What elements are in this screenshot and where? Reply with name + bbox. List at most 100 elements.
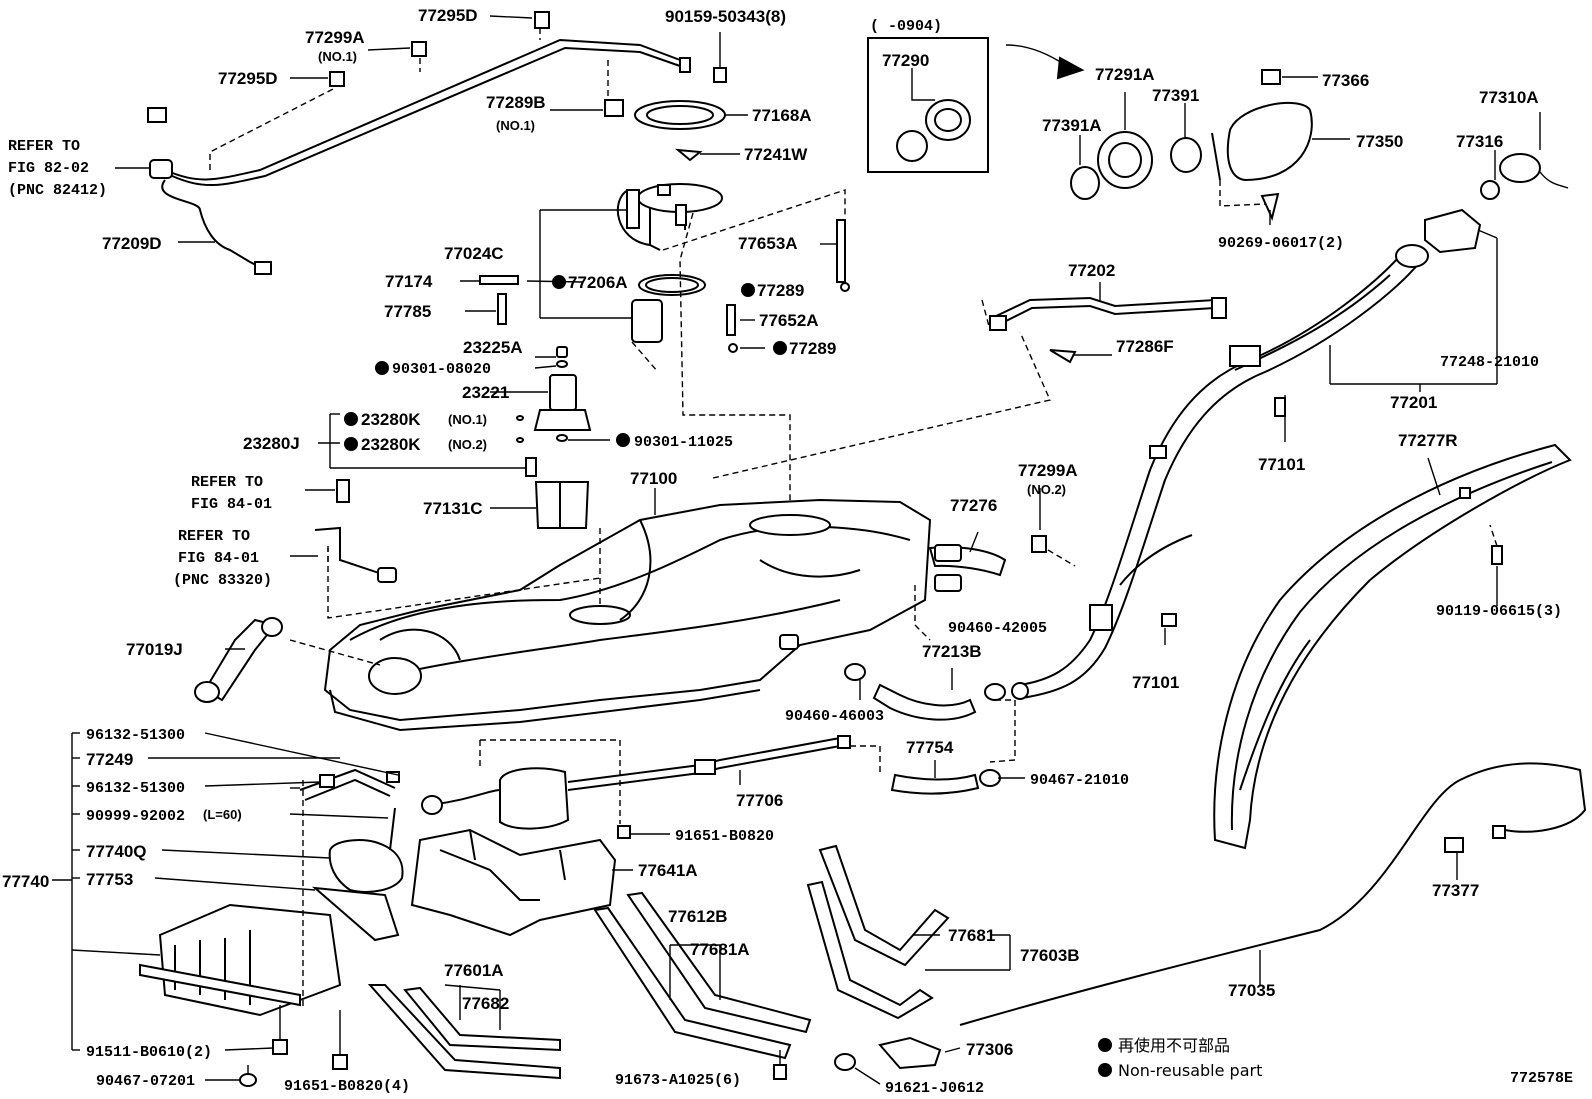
label-77101-b: 77101	[1132, 673, 1179, 692]
label-90999-92002: 90999-92002	[86, 808, 185, 825]
label-77019J: 77019J	[126, 640, 183, 659]
ref2-line2: FIG 84-01	[191, 496, 272, 513]
label-77289B-sub: (NO.1)	[496, 118, 535, 133]
latch-77306	[834, 1036, 961, 1085]
ref3-line2: FIG 84-01	[178, 550, 259, 567]
strap-77612B-77681A	[593, 891, 812, 1080]
hose-77754	[850, 745, 1025, 795]
fuel-tank	[323, 488, 932, 732]
label-77213B: 77213B	[922, 642, 982, 661]
filler-cap-parts	[1070, 69, 1569, 225]
legend-markers	[1098, 1038, 1112, 1077]
label-90460-46003: 90460-46003	[785, 708, 884, 725]
label-77131C: 77131C	[423, 499, 483, 518]
label-77299A-sub: (NO.1)	[318, 49, 357, 64]
legend-japanese: 再使用不可部品	[1118, 1036, 1230, 1055]
label-77603B: 77603B	[1020, 946, 1080, 965]
fender-liner-77277R	[1213, 443, 1572, 850]
label-77754: 77754	[906, 738, 954, 757]
label-77652A: 77652A	[759, 311, 819, 330]
label-77286F: 77286F	[1116, 337, 1174, 356]
label-77248-21010: 77248-21010	[1440, 354, 1539, 371]
label-23280J: 23280J	[243, 434, 300, 453]
filler-pipe-77201	[1011, 208, 1482, 700]
label-90999-92002-sub: (L=60)	[203, 807, 242, 822]
strap-77601A-77682	[367, 984, 561, 1080]
label-77276: 77276	[950, 496, 997, 515]
label-90301-08020: 90301-08020	[392, 361, 491, 378]
label-77035: 77035	[1228, 981, 1275, 1000]
label-77350: 77350	[1356, 132, 1403, 151]
label-77290-range: ( -0904)	[870, 18, 942, 35]
label-77740Q: 77740Q	[86, 842, 147, 861]
label-77295D: 77295D	[218, 69, 278, 88]
label-90467-07201: 90467-07201	[96, 1073, 195, 1090]
label-77681A: 77681A	[690, 940, 750, 959]
label-77306: 77306	[966, 1040, 1013, 1059]
label-96132-51300-a: 96132-51300	[86, 727, 185, 744]
label-77391: 77391	[1152, 86, 1199, 105]
label-90467-21010: 90467-21010	[1030, 772, 1129, 789]
ref2-line1: REFER TO	[191, 474, 263, 491]
label-77740: 77740	[2, 872, 49, 891]
ref3-line3: (PNC 83320)	[173, 572, 272, 589]
ref1-line3: (PNC 82412)	[8, 182, 107, 199]
label-77641A: 77641A	[638, 861, 698, 880]
label-77241W: 77241W	[744, 145, 808, 164]
label-23221: 23221	[462, 383, 509, 402]
leader-lines-canister	[52, 732, 399, 1081]
label-77249: 77249	[86, 750, 133, 769]
label-90159-50343: 90159-50343(8)	[665, 7, 786, 26]
label-77289-a: 77289	[757, 281, 804, 300]
part-labels: 77295D 90159-50343(8) 77299A (NO.1) 7729…	[2, 6, 1573, 1097]
label-23280K-1: 23280K	[361, 410, 421, 429]
label-diagram-code: 772578E	[1510, 1070, 1573, 1087]
label-23280K-1-sub: (NO.1)	[448, 412, 487, 427]
tube-77202	[989, 282, 1227, 364]
ring-group-box	[867, 37, 1085, 173]
label-77202: 77202	[1068, 261, 1115, 280]
label-77377: 77377	[1432, 881, 1479, 900]
leader-lines-77201	[1329, 229, 1498, 392]
label-77299A-2-sub: (NO.2)	[1027, 482, 1066, 497]
label-77785: 77785	[384, 302, 431, 321]
label-77366: 77366	[1322, 71, 1369, 90]
label-77310A: 77310A	[1479, 88, 1539, 107]
reference-labels: REFER TO FIG 82-02 (PNC 82412) REFER TO …	[8, 138, 272, 589]
label-77024C: 77024C	[444, 244, 504, 263]
canister-assembly	[139, 768, 404, 1087]
label-91651-B0820-4: 91651-B0820(4)	[284, 1078, 410, 1095]
label-96132-51300-b: 96132-51300	[86, 780, 185, 797]
ref1-line1: REFER TO	[8, 138, 80, 155]
label-77681: 77681	[948, 926, 995, 945]
label-77277R: 77277R	[1398, 431, 1458, 450]
label-77289B: 77289B	[486, 93, 546, 112]
label-23280K-2: 23280K	[361, 435, 421, 454]
ref3-line1: REFER TO	[178, 528, 250, 545]
label-77706: 77706	[736, 791, 783, 810]
label-77209D: 77209D	[102, 234, 162, 253]
label-77295D-top: 77295D	[418, 6, 478, 25]
vapor-tube-assembly	[147, 11, 691, 275]
strap-77681-77603B	[806, 844, 1011, 1020]
label-77100: 77100	[630, 469, 677, 488]
ref1-line2: FIG 82-02	[8, 160, 89, 177]
leader-lines-top-left	[115, 15, 609, 243]
legend-non-reusable: Non-reusable part	[1118, 1061, 1262, 1080]
hoses-77276-77213B	[844, 488, 1076, 763]
label-23225A: 23225A	[463, 338, 523, 357]
fuel-pump-module	[479, 32, 850, 529]
label-77316: 77316	[1456, 132, 1503, 151]
label-77299A: 77299A	[305, 28, 365, 47]
label-77391A: 77391A	[1042, 116, 1102, 135]
legend: 再使用不可部品 Non-reusable part	[1118, 1036, 1262, 1080]
label-90119-06615: 90119-06615(3)	[1436, 603, 1562, 620]
label-77612B: 77612B	[668, 907, 728, 926]
cable-77035	[959, 762, 1587, 1026]
label-90269-06017: 90269-06017(2)	[1218, 235, 1344, 252]
label-91621-J0612: 91621-J0612	[885, 1080, 984, 1097]
label-77101-a: 77101	[1258, 455, 1305, 474]
label-77601A: 77601A	[444, 961, 504, 980]
canister-bracket-77641A	[410, 735, 851, 937]
